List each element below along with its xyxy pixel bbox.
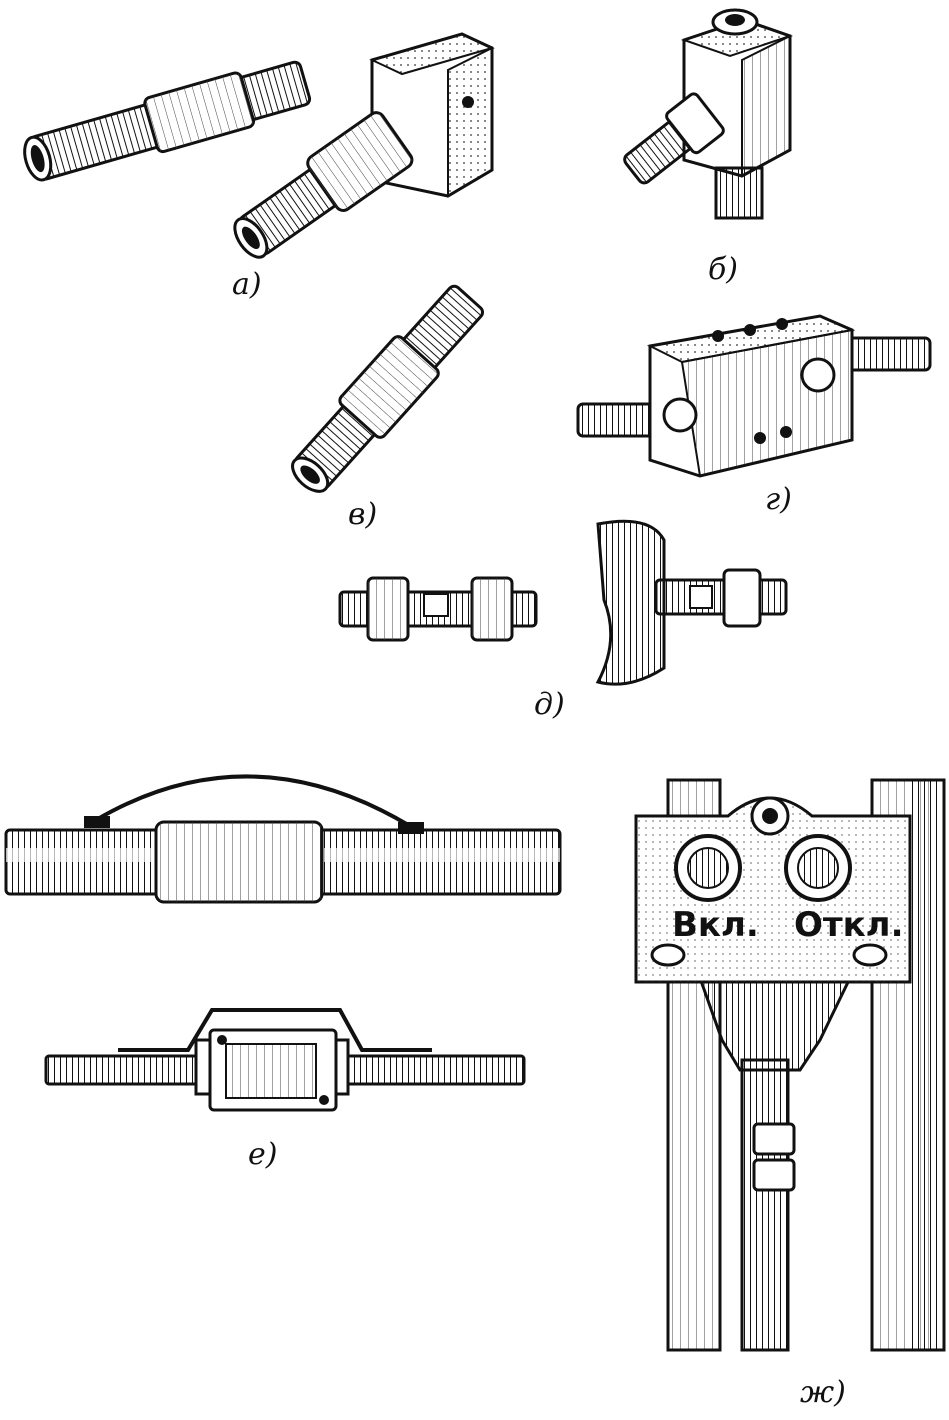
figure-label-zh: ж) — [800, 1375, 846, 1410]
union-coupling-d-left — [338, 576, 538, 642]
bonded-coupling-e-top — [4, 774, 562, 904]
bonded-coupling-e-bottom — [44, 1008, 526, 1112]
junction-box-g — [576, 314, 932, 478]
elbow-box-a — [233, 32, 495, 259]
figure-label-a: а) — [232, 267, 262, 302]
on-button-label: Вкл. — [672, 905, 759, 945]
sleeve-coupling-v — [291, 284, 485, 493]
coupling-straight-a — [23, 60, 312, 182]
off-button-label: Откл. — [794, 905, 904, 945]
switch-panel-zh: Вкл. Откл. — [634, 778, 946, 1352]
figure-label-b: б) — [708, 252, 739, 287]
figure-label-d: д) — [534, 687, 565, 722]
tee-box-b — [623, 8, 794, 220]
figure-label-g: г) — [765, 482, 792, 517]
figure-label-v: в) — [348, 497, 378, 532]
figure-label-e: е) — [248, 1137, 278, 1172]
union-coupling-d-right — [595, 519, 788, 686]
